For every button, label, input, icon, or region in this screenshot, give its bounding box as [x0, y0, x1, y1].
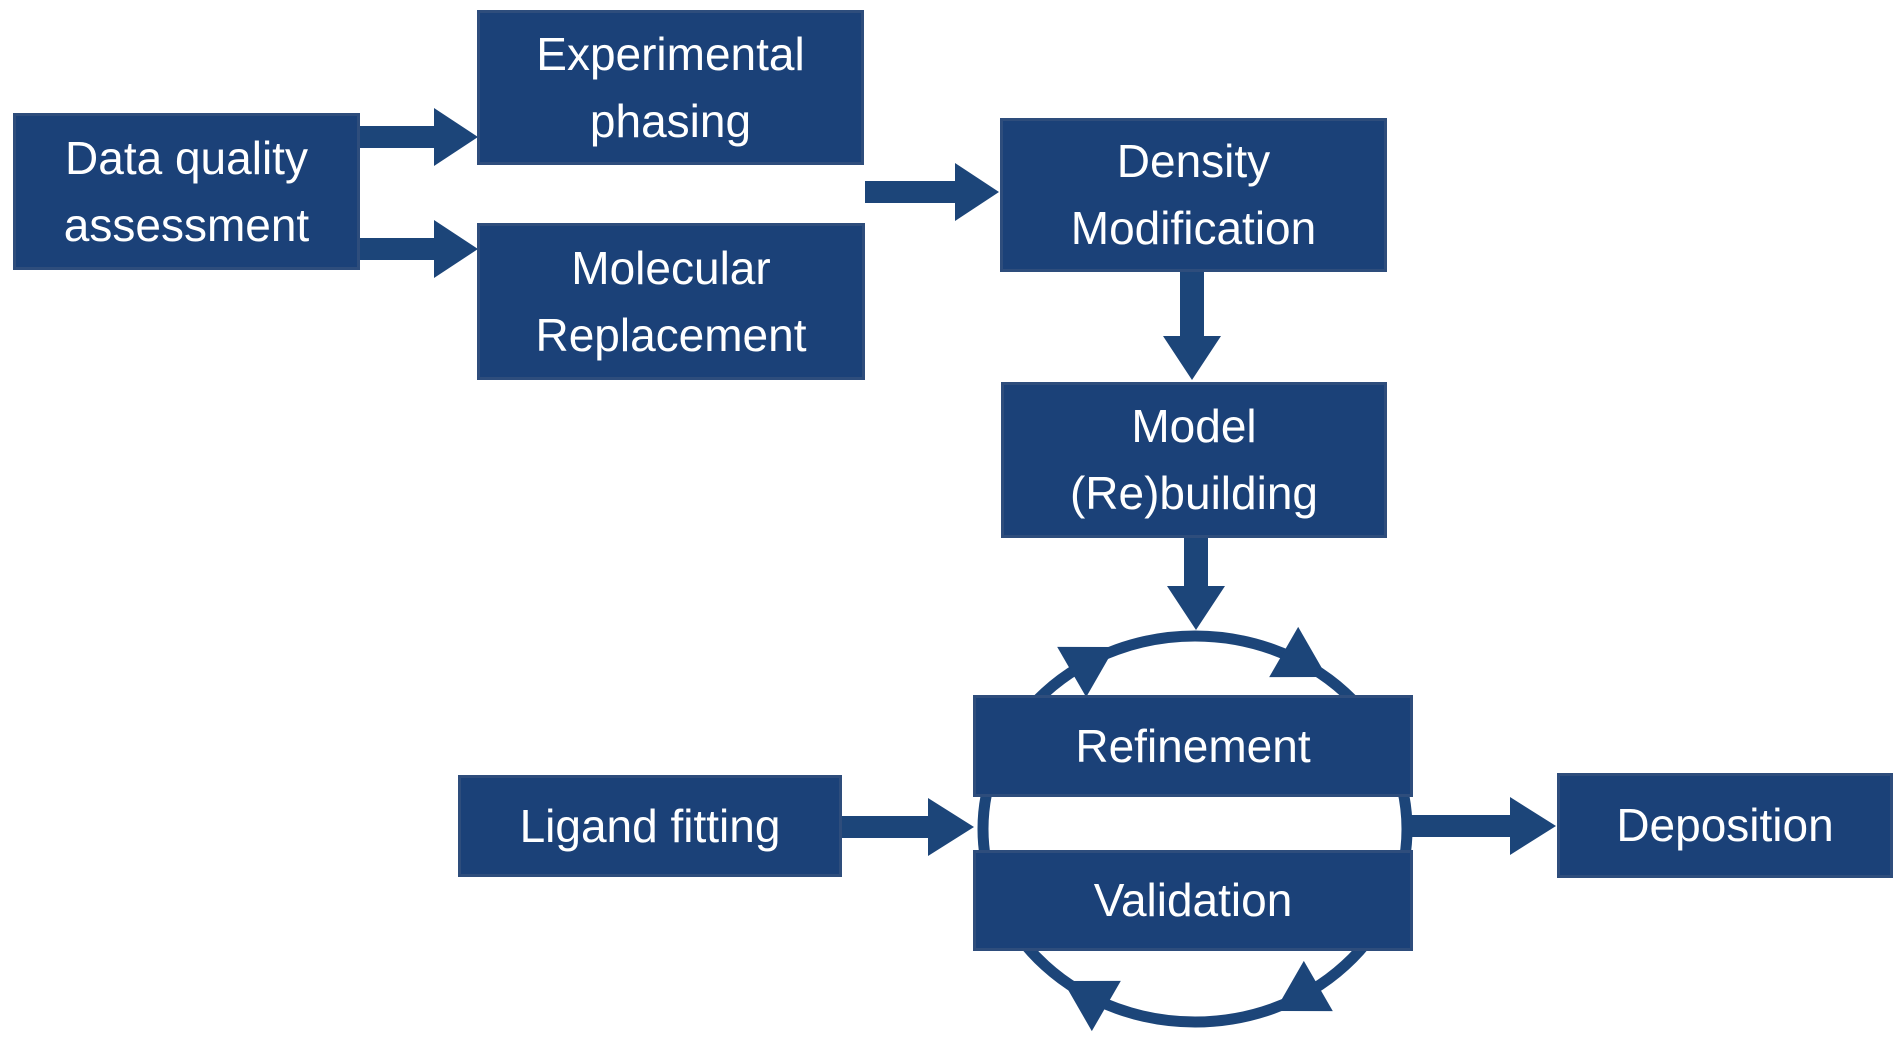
arrow-model-to-cycle [1167, 538, 1225, 630]
node-label: Deposition [1616, 799, 1834, 852]
arrow-ligand-to-cycle [842, 798, 974, 856]
node-refinement: Refinement [973, 695, 1413, 797]
arrow-dqa-to-molecular-replacement [360, 220, 478, 278]
node-density-modification: Density Modification [1000, 118, 1387, 272]
cycle-arrowhead-top-right [1269, 626, 1327, 678]
node-label: Model (Re)building [1069, 400, 1318, 519]
cycle-ring [977, 630, 1413, 1028]
node-label: Density Modification [1070, 135, 1317, 254]
node-ligand-fitting: Ligand fitting [458, 775, 842, 877]
node-experimental-phasing: Experimental phasing [477, 10, 864, 165]
cycle-arrowhead-bottom-right [1275, 960, 1333, 1012]
arrow-density-to-model-rebuilding [1163, 272, 1221, 380]
node-label: Refinement [1075, 719, 1311, 772]
node-label: Molecular Replacement [535, 241, 807, 361]
node-validation: Validation [973, 850, 1413, 951]
node-label: Ligand fitting [519, 799, 781, 852]
arrow-cycle-to-deposition [1408, 797, 1556, 855]
arrow-dqa-to-experimental-phasing [360, 108, 478, 166]
cycle-arrowhead-bottom-left [1063, 980, 1121, 1032]
node-model-rebuilding: Model (Re)building [1001, 382, 1387, 538]
arrow-phasing-to-density-modification [865, 163, 999, 221]
node-data-quality-assessment: Data quality assessment [13, 113, 360, 270]
cycle-arrowhead-top-left [1057, 646, 1115, 698]
node-deposition: Deposition [1557, 773, 1893, 878]
node-label: Data quality assessment [63, 131, 310, 251]
node-label: Validation [1093, 874, 1293, 927]
node-molecular-replacement: Molecular Replacement [477, 223, 865, 380]
node-label: Experimental phasing [536, 27, 805, 147]
